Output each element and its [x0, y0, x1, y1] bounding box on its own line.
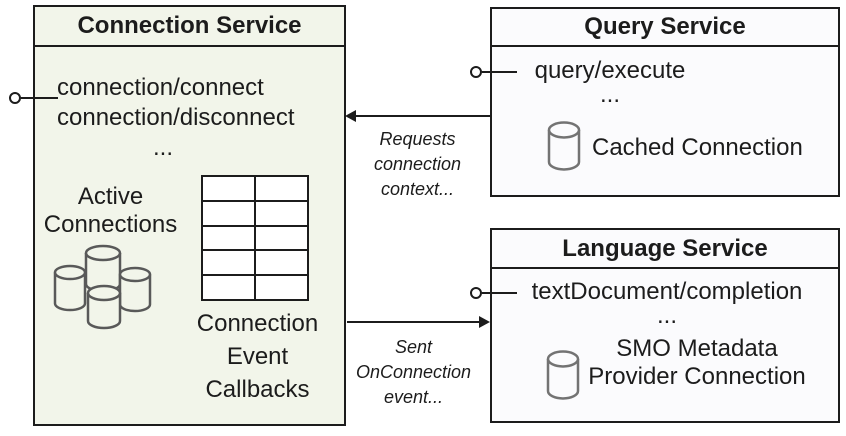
- query-interface-line: [482, 71, 517, 73]
- connection-interface-connector-icon: [9, 92, 21, 104]
- table-cell: [203, 201, 254, 225]
- table-cell: [256, 201, 307, 225]
- database-icon: [546, 350, 580, 400]
- arrow-left-icon: [345, 110, 356, 122]
- language-service-box: Language Service textDocument/completion…: [490, 228, 840, 423]
- table-cell: [203, 276, 254, 299]
- language-service-title: Language Service: [492, 230, 838, 269]
- active-connections-cylinders-icon: [53, 244, 152, 330]
- query-method: query/execute ...: [530, 59, 690, 107]
- query-service-box: Query Service query/execute ... Cached C…: [490, 7, 840, 197]
- language-interface-connector-icon: [470, 287, 482, 299]
- methods-ellipsis: ...: [152, 134, 173, 161]
- language-interface-line: [482, 292, 517, 294]
- requests-context-arrow-line: [353, 115, 490, 117]
- method-connection-disconnect: connection/disconnect: [57, 104, 295, 131]
- sent-event-arrow-line: [347, 321, 481, 323]
- language-method: textDocument/completion ...: [517, 280, 817, 328]
- connection-event-callbacks-label: Connection Event Callbacks: [196, 310, 319, 403]
- cached-connection-label: Cached Connection: [592, 134, 803, 161]
- method-connection-connect: connection/connect: [57, 74, 264, 101]
- connection-methods: connection/connect connection/disconnect…: [57, 73, 295, 163]
- query-interface-connector-icon: [470, 66, 482, 78]
- connection-service-title: Connection Service: [35, 7, 344, 47]
- table-cell: [256, 251, 307, 275]
- smo-metadata-connection-label: SMO Metadata Provider Connection: [588, 335, 806, 390]
- table-cell: [203, 177, 254, 200]
- arrow-right-icon: [479, 316, 490, 328]
- database-icon: [547, 121, 581, 171]
- table-cell: [256, 276, 307, 299]
- active-connections-label: Active Connections: [43, 183, 178, 238]
- table-cell: [203, 251, 254, 275]
- callback-table-icon: [201, 175, 309, 301]
- language-methods-ellipsis: ...: [656, 302, 677, 329]
- table-cell: [203, 226, 254, 250]
- table-cell: [256, 226, 307, 250]
- query-service-title: Query Service: [492, 9, 838, 47]
- requests-context-arrow-label: Requests connection context...: [373, 129, 462, 199]
- connection-interface-line: [21, 97, 58, 99]
- sent-event-arrow-label: Sent OnConnection event...: [355, 337, 472, 407]
- table-cell: [256, 177, 307, 200]
- method-textdocument-completion: textDocument/completion: [531, 278, 803, 305]
- method-query-execute: query/execute: [534, 57, 686, 84]
- connection-service-box: Connection Service connection/connect co…: [33, 5, 346, 426]
- query-methods-ellipsis: ...: [599, 81, 620, 108]
